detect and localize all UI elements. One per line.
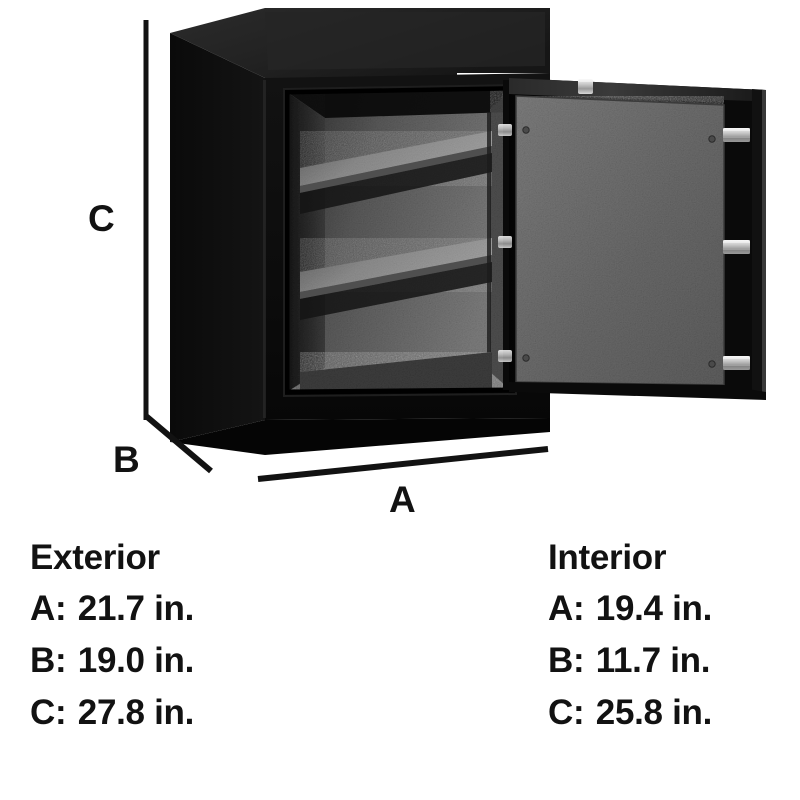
interior-spec-column: Interior A: 19.4 in. B: 11.7 in. C: 25.8…	[548, 540, 712, 747]
interior-row-b-value: 11.7 in.	[595, 641, 711, 680]
shelf-lower-surface	[300, 238, 492, 292]
exterior-row-a-value: 21.7 in.	[77, 589, 195, 628]
exterior-row-a: A: 21.7 in.	[30, 591, 194, 626]
dimension-label-c: C	[88, 198, 115, 239]
door-bolt-right-3	[723, 356, 750, 370]
door-bolt-top	[578, 79, 593, 94]
screw-top-right-icon	[708, 135, 716, 143]
exterior-row-c: C: 27.8 in.	[30, 695, 194, 730]
door-carpet-panel	[516, 96, 724, 385]
door-bolts-right	[723, 128, 750, 370]
safe-interior	[283, 83, 517, 398]
dimension-label-a: A	[389, 479, 416, 520]
dimension-specs: Exterior A: 21.7 in. B: 19.0 in. C: 27.8…	[0, 540, 800, 800]
door-top-frame	[509, 78, 766, 104]
shelf-upper-surface	[300, 131, 492, 186]
safe-left-side-face	[170, 33, 265, 442]
screw-bottom-right-icon	[708, 360, 716, 368]
interior-row-c: C: 25.8 in.	[548, 695, 712, 730]
door-bolt-right-2	[723, 240, 750, 254]
dimension-label-b: B	[113, 439, 140, 480]
shelf-support-rail	[487, 112, 491, 372]
door-panel-screws	[522, 126, 716, 368]
interior-row-c-value: 25.8 in.	[595, 693, 713, 732]
shelf-upper-under-shadow	[300, 153, 492, 214]
safe-bottom-bevel	[170, 418, 550, 455]
interior-row-b: B: 11.7 in.	[548, 643, 712, 678]
interior-heading: Interior	[548, 538, 667, 577]
door-bolt-right-1	[723, 128, 750, 142]
exterior-heading: Exterior	[30, 538, 160, 577]
door-bolt-hinge-1	[498, 124, 512, 136]
dimension-callouts	[143, 20, 549, 482]
dimension-line-b	[144, 413, 213, 474]
interior-row-a: A: 19.4 in.	[548, 591, 712, 626]
shelf-lower-front-edge	[300, 255, 492, 299]
shelf-upper-front-edge	[300, 146, 492, 193]
safe-drawing	[143, 8, 766, 482]
dimension-line-a	[257, 446, 549, 482]
door-bottom-edge	[509, 382, 766, 400]
safe-illustration: C B A	[88, 8, 766, 520]
exterior-row-c-key: C:	[30, 693, 67, 732]
safe-top-face-highlight	[265, 12, 545, 70]
opening-outer-lip	[283, 83, 517, 398]
door-bolts-hinge-side	[498, 124, 512, 362]
interior-row-b-key: B:	[548, 641, 585, 680]
safe-corner-highlight	[263, 80, 266, 418]
screw-bottom-left-icon	[522, 354, 530, 362]
interior-shelf-lower	[300, 238, 492, 320]
exterior-row-b-key: B:	[30, 641, 67, 680]
exterior-spec-column: Exterior A: 21.7 in. B: 19.0 in. C: 27.8…	[30, 540, 194, 747]
door-bolt-hinge-3	[498, 350, 512, 362]
door-right-edge-highlight	[762, 90, 766, 398]
door-bolt-hinge-2	[498, 236, 512, 248]
safe-door	[498, 78, 766, 400]
interior-shelf-upper	[300, 131, 492, 214]
exterior-row-a-key: A:	[30, 589, 67, 628]
exterior-row-c-value: 27.8 in.	[77, 693, 195, 732]
shelf-lower-under-shadow	[300, 262, 492, 320]
interior-row-a-value: 19.4 in.	[595, 589, 713, 628]
interior-row-a-key: A:	[548, 589, 585, 628]
interior-ceiling	[287, 88, 513, 118]
safe-body	[170, 8, 550, 455]
interior-row-c-key: C:	[548, 693, 585, 732]
screw-top-left-icon	[522, 126, 530, 134]
exterior-row-b-value: 19.0 in.	[77, 641, 195, 680]
interior-floor	[300, 352, 492, 392]
exterior-row-b: B: 19.0 in.	[30, 643, 194, 678]
